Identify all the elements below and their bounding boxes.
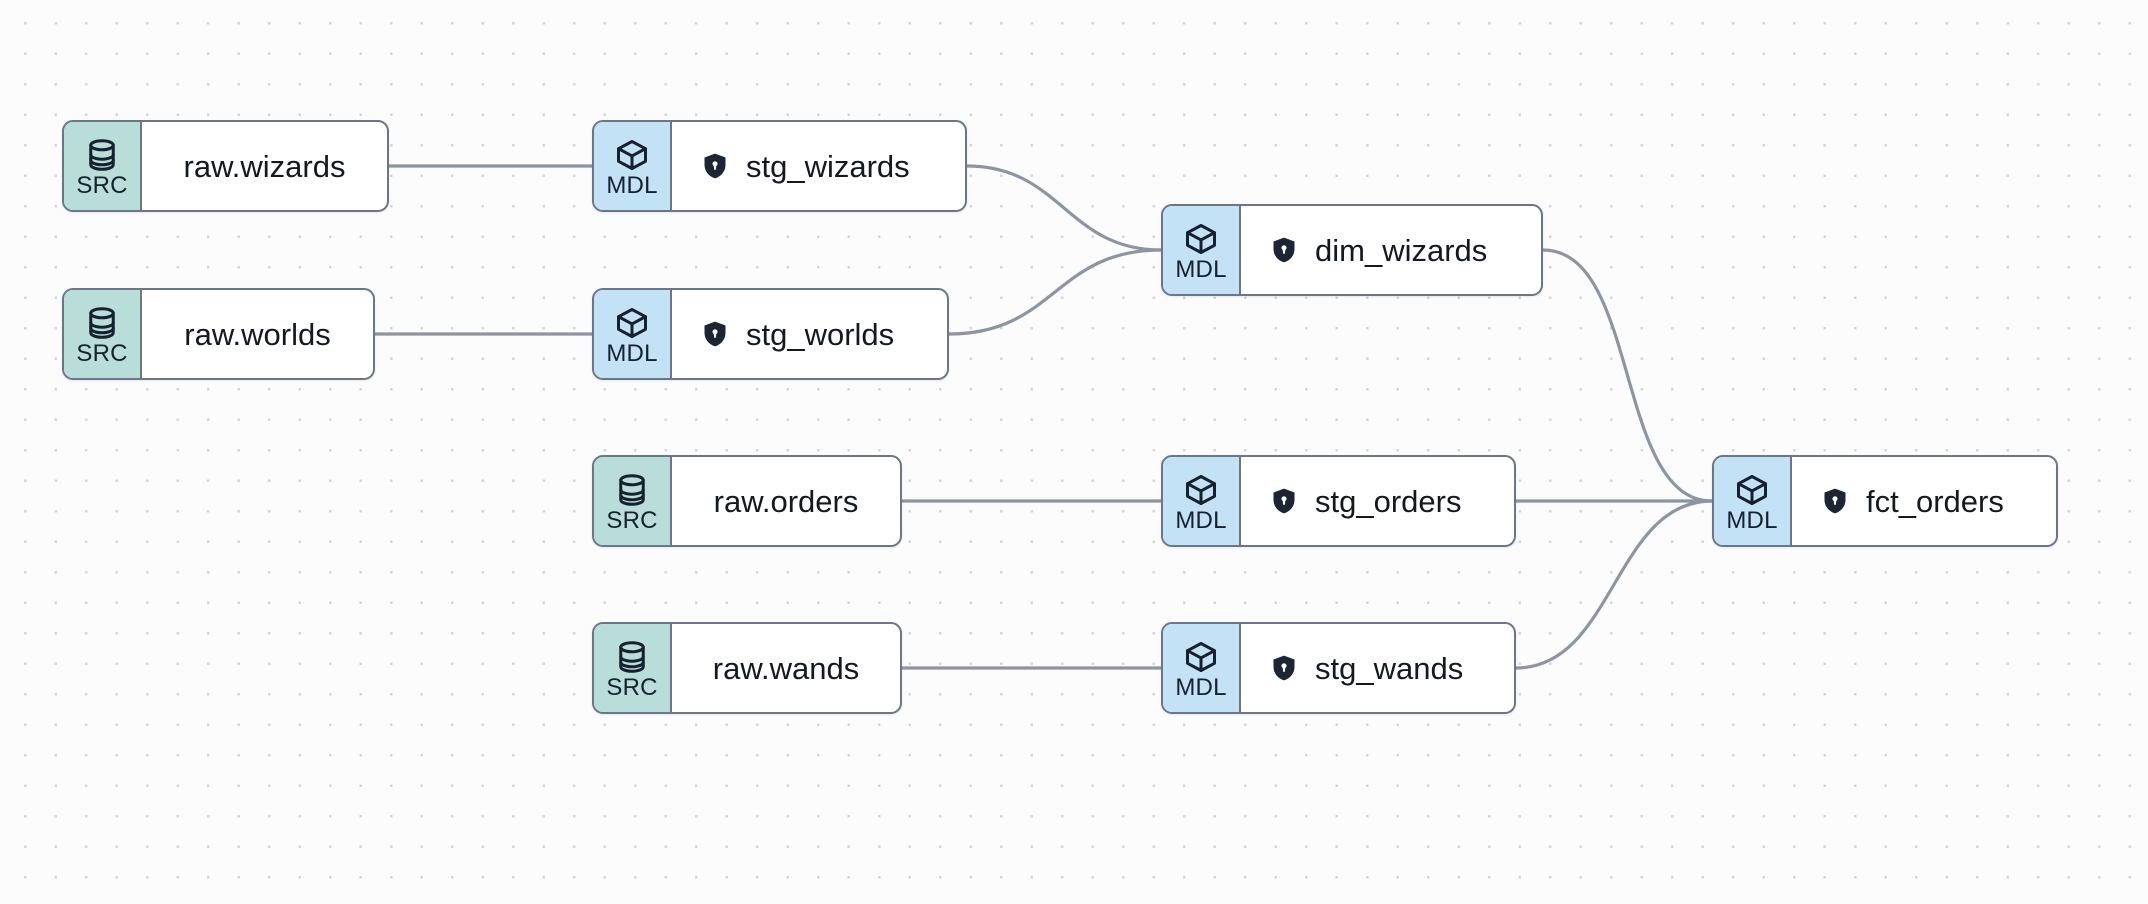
- node-body: fct_orders: [1792, 457, 2056, 545]
- node-type-badge: MDL: [1714, 457, 1792, 545]
- node-type-label: MDL: [1175, 673, 1227, 701]
- node-body: dim_wizards: [1241, 206, 1541, 294]
- node-label: stg_orders: [1315, 483, 1462, 519]
- node-label: dim_wizards: [1315, 232, 1488, 268]
- shield-lock-icon: [1269, 235, 1299, 265]
- node-type-badge: MDL: [594, 122, 672, 210]
- node-type-label: MDL: [606, 339, 658, 367]
- node-raw_worlds[interactable]: SRC raw.worlds: [62, 288, 375, 380]
- node-type-badge: MDL: [1163, 624, 1241, 712]
- node-body: stg_orders: [1241, 457, 1514, 545]
- node-label: raw.wizards: [183, 148, 346, 184]
- node-raw_wands[interactable]: SRC raw.wands: [592, 622, 902, 714]
- edge-stg-worlds-to-dim-wizards: [947, 248, 1163, 336]
- node-body: raw.worlds: [142, 290, 373, 378]
- edge-stg-wizards-to-dim-wizards: [965, 164, 1163, 252]
- node-stg_wands[interactable]: MDL stg_wands: [1161, 622, 1516, 714]
- node-stg_orders[interactable]: MDL stg_orders: [1161, 455, 1516, 547]
- shield-lock-icon: [1820, 486, 1850, 516]
- node-type-label: SRC: [76, 171, 128, 199]
- node-stg_worlds[interactable]: MDL stg_worlds: [592, 288, 949, 380]
- node-type-label: MDL: [1726, 506, 1778, 534]
- cube-icon: [1183, 472, 1219, 508]
- node-body: raw.wizards: [142, 122, 387, 210]
- node-type-label: MDL: [1175, 255, 1227, 283]
- node-label: stg_wizards: [746, 148, 910, 184]
- node-type-label: SRC: [606, 673, 658, 701]
- database-icon: [614, 639, 650, 675]
- cube-icon: [1183, 639, 1219, 675]
- node-body: raw.wands: [672, 624, 900, 712]
- node-label: stg_worlds: [746, 316, 895, 352]
- node-type-badge: SRC: [594, 457, 672, 545]
- node-type-badge: SRC: [64, 290, 142, 378]
- node-label: stg_wands: [1315, 650, 1464, 686]
- cube-icon: [1183, 221, 1219, 257]
- node-body: stg_worlds: [672, 290, 947, 378]
- node-dim_wizards[interactable]: MDL dim_wizards: [1161, 204, 1543, 296]
- shield-lock-icon: [700, 151, 730, 181]
- shield-lock-icon: [700, 319, 730, 349]
- node-type-label: SRC: [76, 339, 128, 367]
- node-type-label: SRC: [606, 506, 658, 534]
- cube-icon: [614, 137, 650, 173]
- node-type-badge: MDL: [1163, 206, 1241, 294]
- node-body: stg_wands: [1241, 624, 1514, 712]
- edge-stg-wands-to-fct-orders: [1514, 499, 1714, 670]
- node-body: raw.orders: [672, 457, 900, 545]
- database-icon: [614, 472, 650, 508]
- node-raw_wizards[interactable]: SRC raw.wizards: [62, 120, 389, 212]
- node-stg_wizards[interactable]: MDL stg_wizards: [592, 120, 967, 212]
- node-type-badge: MDL: [594, 290, 672, 378]
- node-type-badge: SRC: [594, 624, 672, 712]
- database-icon: [84, 137, 120, 173]
- database-icon: [84, 305, 120, 341]
- node-label: raw.orders: [713, 483, 859, 519]
- node-body: stg_wizards: [672, 122, 965, 210]
- node-type-label: MDL: [606, 171, 658, 199]
- node-type-badge: MDL: [1163, 457, 1241, 545]
- cube-icon: [1734, 472, 1770, 508]
- edge-dim-wizards-to-fct-orders: [1541, 248, 1714, 503]
- node-type-label: MDL: [1175, 506, 1227, 534]
- node-fct_orders[interactable]: MDL fct_orders: [1712, 455, 2058, 547]
- node-label: fct_orders: [1866, 483, 2004, 519]
- node-type-badge: SRC: [64, 122, 142, 210]
- node-label: raw.wands: [712, 650, 860, 686]
- node-label: raw.worlds: [184, 316, 331, 352]
- cube-icon: [614, 305, 650, 341]
- shield-lock-icon: [1269, 486, 1299, 516]
- shield-lock-icon: [1269, 653, 1299, 683]
- node-raw_orders[interactable]: SRC raw.orders: [592, 455, 902, 547]
